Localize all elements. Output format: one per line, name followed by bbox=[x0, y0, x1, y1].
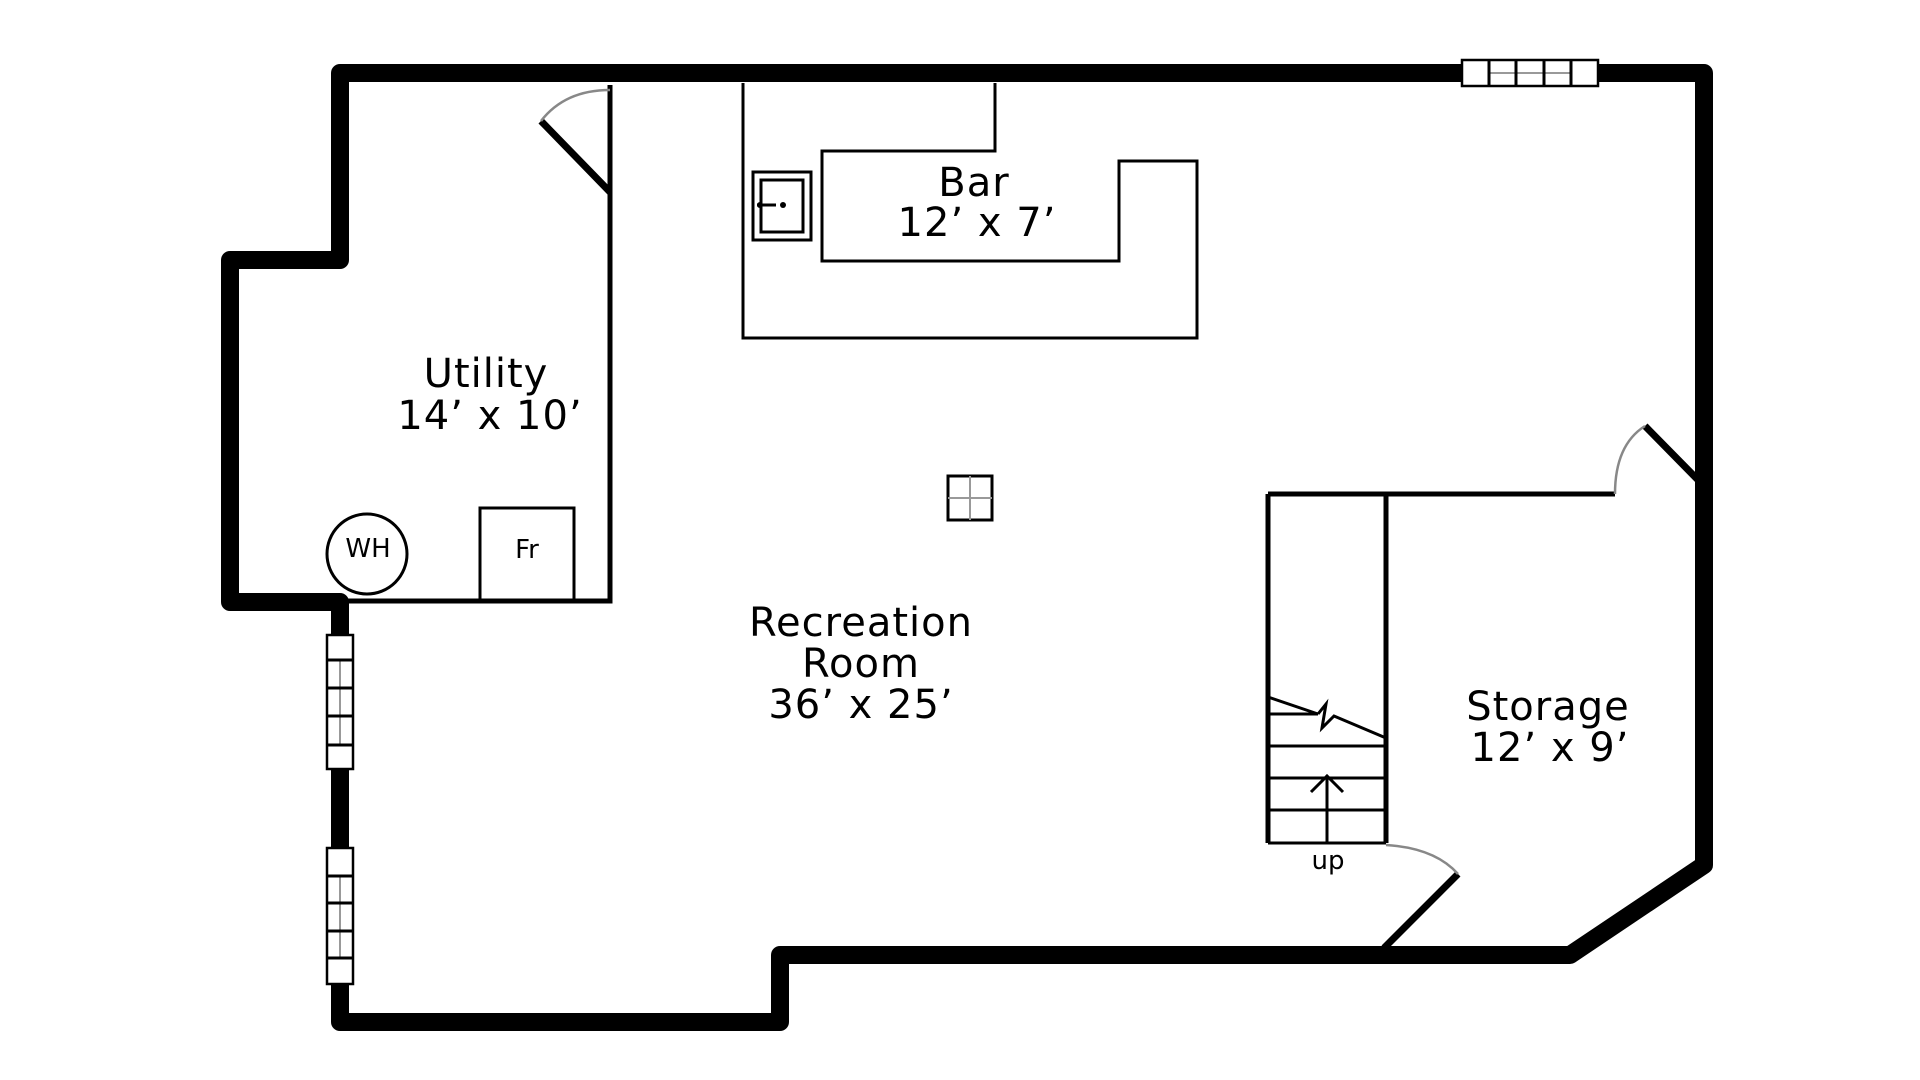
stairs-up-label: up bbox=[1312, 846, 1345, 876]
fridge: Fr bbox=[478, 506, 576, 603]
bar-size: 12’ x 7’ bbox=[898, 200, 1057, 246]
bar-counter bbox=[741, 83, 1199, 340]
recreation-room-size: 36’ x 25’ bbox=[768, 682, 953, 728]
staircase[interactable]: up bbox=[1265, 494, 1387, 876]
bar-label: Bar 12’ x 7’ bbox=[898, 160, 1057, 246]
storage-room-name: Storage bbox=[1466, 684, 1630, 730]
window-top-right bbox=[1460, 58, 1600, 88]
floor-drain bbox=[946, 474, 994, 522]
bar-name: Bar bbox=[938, 160, 1009, 206]
recreation-room-name-line1: Recreation bbox=[749, 600, 973, 646]
utility-walls bbox=[340, 85, 613, 604]
water-heater: WH bbox=[325, 512, 409, 596]
recreation-room-label: Recreation Room 36’ x 25’ bbox=[749, 600, 973, 728]
water-heater-label: WH bbox=[345, 534, 390, 564]
utility-room-size: 14’ x 10’ bbox=[397, 393, 582, 439]
storage-room-size: 12’ x 9’ bbox=[1471, 725, 1630, 771]
storage-walls bbox=[1268, 423, 1705, 951]
recreation-room-name-line2: Room bbox=[802, 641, 920, 687]
window-left-lower bbox=[325, 846, 355, 986]
utility-room-name: Utility bbox=[424, 351, 549, 397]
storage-room-label: Storage 12’ x 9’ bbox=[1466, 684, 1630, 771]
window-left-upper bbox=[325, 633, 355, 771]
utility-room-label: Utility 14’ x 10’ bbox=[397, 351, 582, 439]
fridge-label: Fr bbox=[515, 535, 539, 565]
